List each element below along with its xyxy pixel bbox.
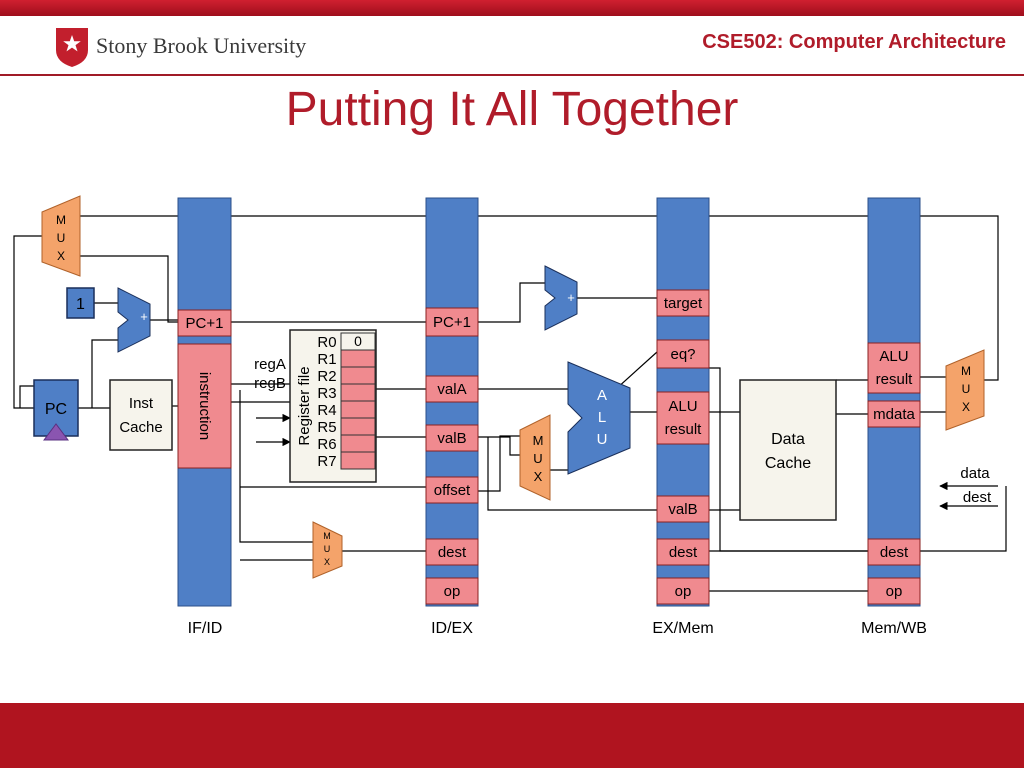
rega-label: regA: [254, 356, 286, 373]
id-ex-pc1-label: PC+1: [433, 314, 471, 331]
alu-mux-letter-m: M: [533, 433, 544, 448]
mem-wb-mdata-label: mdata: [873, 406, 915, 423]
inst-cache-line1: Inst: [129, 395, 154, 412]
mem-wb-alu-label: ALU: [879, 348, 908, 365]
alu-letter-a: A: [597, 387, 607, 404]
course-title: CSE502: Computer Architecture: [702, 31, 1006, 53]
pc-mux-letter-m: M: [56, 213, 66, 227]
pc-mux-letter-u: U: [57, 231, 66, 245]
inst-cache-line2: Cache: [119, 419, 162, 436]
dest-mux-letter-x: X: [324, 557, 330, 567]
mem-wb-dest-label: dest: [880, 544, 909, 561]
ex-mem-op-label: op: [675, 583, 692, 600]
register-r6: R6: [317, 436, 336, 453]
stage-label-mem-wb: Mem/WB: [861, 620, 927, 637]
top-accent-bar: [0, 0, 1024, 16]
pc-mux-letter-x: X: [57, 249, 65, 263]
writeback-dest-label: dest: [963, 489, 992, 506]
register-r1: R1: [317, 351, 336, 368]
register-r3: R3: [317, 385, 336, 402]
dest-mux-letter-m: M: [323, 531, 331, 541]
stage-label-id-ex: ID/EX: [431, 620, 473, 637]
register-r4: R4: [317, 402, 336, 419]
dest-mux-letter-u: U: [324, 544, 331, 554]
instruction-label: instruction: [196, 372, 213, 440]
ex-mem-dest-label: dest: [669, 544, 698, 561]
university-logo: Stony Brook University: [52, 26, 312, 68]
ex-mem-result-label: result: [665, 421, 703, 438]
wb-mux-letter-m: M: [961, 364, 971, 378]
mem-wb-op-label: op: [886, 583, 903, 600]
stage-label-ex-mem: EX/Mem: [652, 620, 713, 637]
clock-triangle-icon: [43, 423, 69, 441]
register-r0: R0: [317, 334, 336, 351]
writeback-data-label: data: [960, 465, 990, 482]
mem-wb-result-label: result: [876, 371, 914, 388]
shield-icon: [56, 28, 88, 67]
register-file: Register file 0 R0 R1 R2 R3 R4 R5 R6 R7: [289, 329, 377, 483]
footer-bar: [0, 703, 1024, 768]
branch-adder-plus: +: [567, 290, 575, 305]
register-r5: R5: [317, 419, 336, 436]
pc-adder-plus: +: [140, 309, 148, 324]
id-ex-vala-label: valA: [437, 381, 466, 398]
if-id-pc1-label: PC+1: [186, 315, 224, 332]
ex-mem-eq-label: eq?: [670, 346, 695, 363]
alu: A L U: [567, 361, 631, 475]
ex-mem-target-label: target: [664, 295, 703, 312]
data-cache-line2: Cache: [765, 455, 811, 472]
dest-mux: M U X: [312, 521, 343, 579]
pc-adder: +: [117, 287, 151, 353]
wb-mux-letter-u: U: [962, 382, 971, 396]
alu-letter-l: L: [598, 409, 606, 426]
writeback-mux: M U X: [945, 349, 985, 431]
r0-value: 0: [354, 333, 362, 349]
slide-title: Putting It All Together: [285, 83, 739, 136]
datapath-wires: [13, 215, 1007, 592]
alu-mux-letter-x: X: [534, 469, 543, 484]
branch-adder: +: [544, 265, 578, 331]
wb-mux-letter-x: X: [962, 400, 970, 414]
register-r2: R2: [317, 368, 336, 385]
data-cache-line1: Data: [771, 431, 805, 448]
id-ex-offset-label: offset: [434, 482, 471, 499]
regb-label: regB: [254, 375, 286, 392]
id-ex-op-label: op: [444, 583, 461, 600]
header-rule: [0, 74, 1024, 76]
constant-one-label: 1: [76, 296, 85, 313]
alu-mux: M U X: [519, 414, 551, 501]
id-ex-dest-label: dest: [438, 544, 467, 561]
university-name: Stony Brook University: [96, 33, 307, 58]
ex-mem-alu-label: ALU: [668, 398, 697, 415]
register-r7: R7: [317, 453, 336, 470]
stage-label-if-id: IF/ID: [188, 620, 223, 637]
pc-mux: M U X: [41, 195, 81, 277]
ex-mem-valb-label: valB: [668, 501, 697, 518]
id-ex-valb-label: valB: [437, 430, 466, 447]
alu-mux-letter-u: U: [533, 451, 542, 466]
alu-letter-u: U: [597, 431, 608, 448]
pc-label: PC: [45, 401, 67, 418]
register-file-label: Register file: [296, 366, 313, 445]
